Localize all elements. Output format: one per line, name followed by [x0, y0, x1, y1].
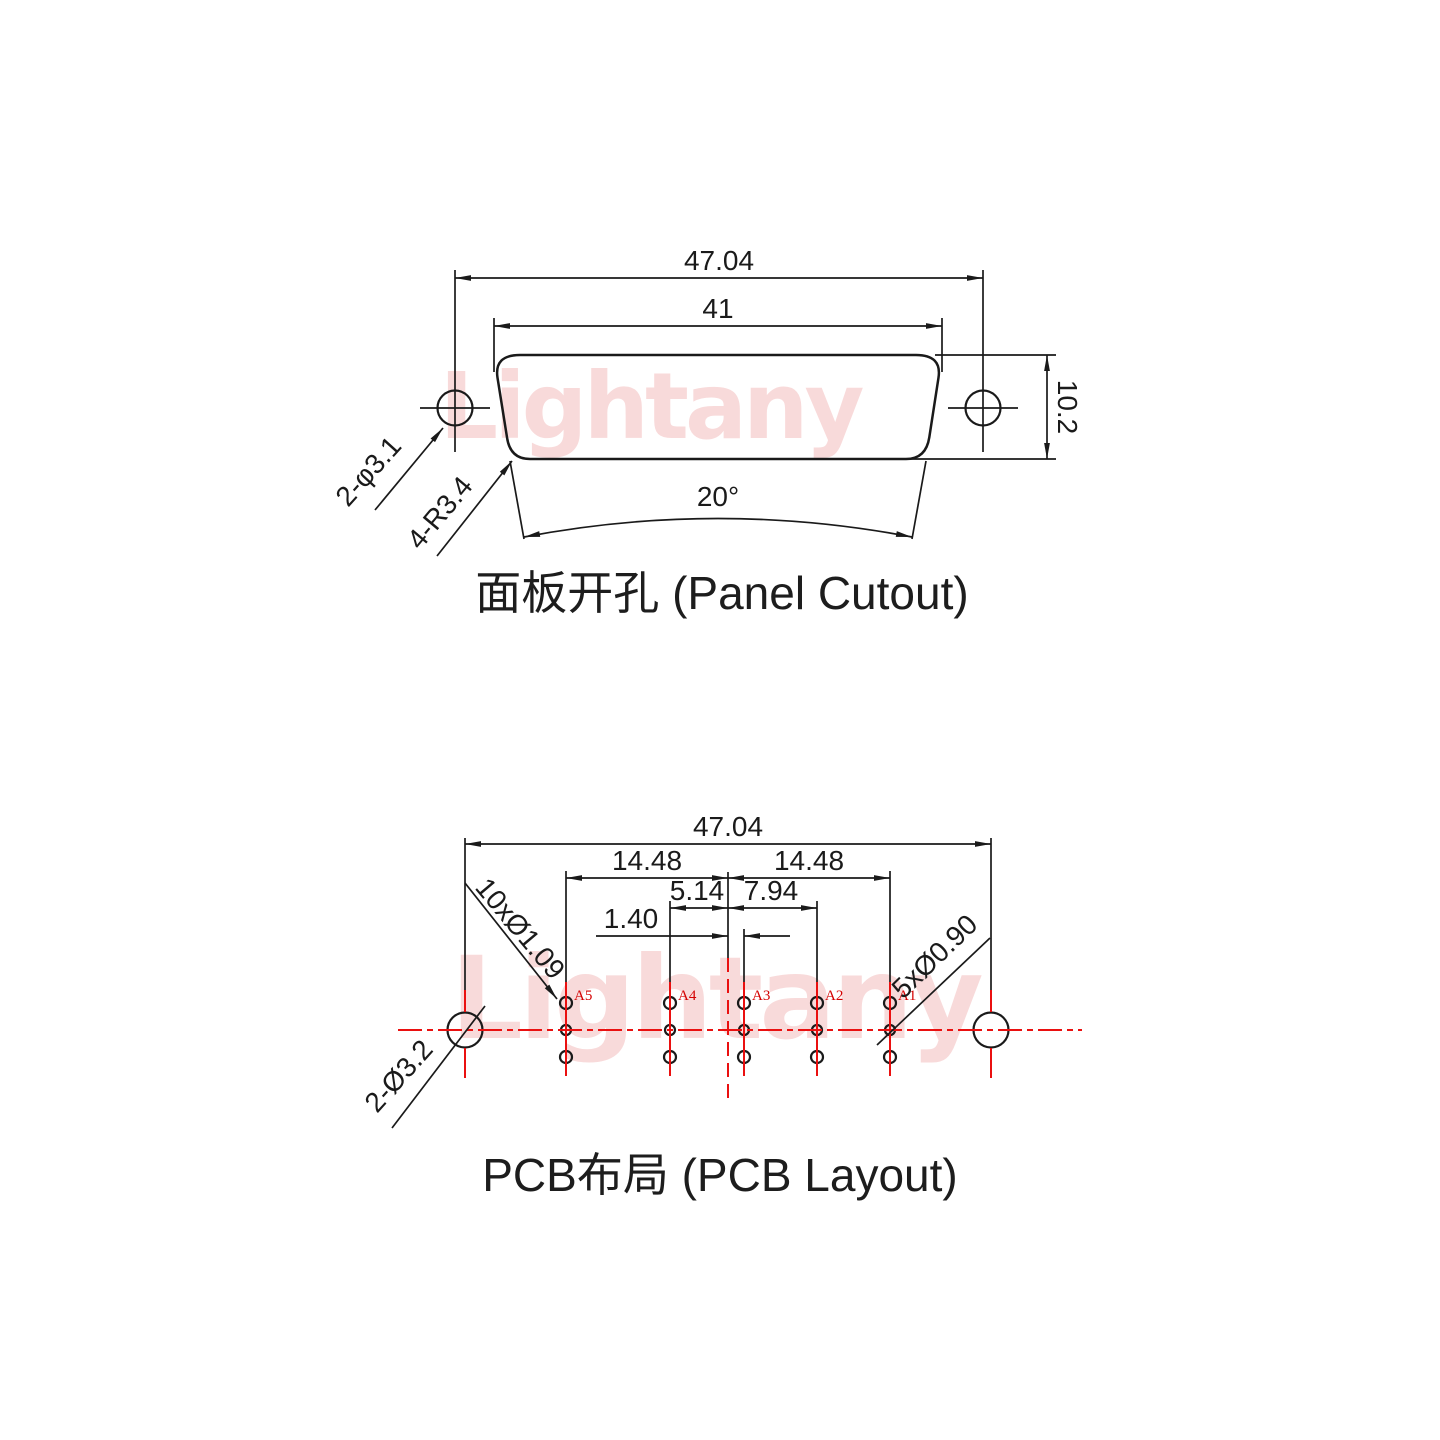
dimension-value: 1.40	[604, 903, 659, 934]
dimension-value: 41	[702, 293, 733, 324]
pcb-layout-title: PCB布局 (PCB Layout)	[482, 1149, 957, 1201]
callout-panel-mount-holes: 2-φ3.1	[329, 427, 444, 512]
angle-value: 20°	[697, 481, 739, 512]
dimension-value: 14.48	[612, 845, 682, 876]
dim-panel-side-angle: 20°	[509, 460, 927, 540]
callout-label: 2-φ3.1	[329, 430, 407, 512]
pin-label: A5	[574, 988, 592, 1004]
pcb-layout-view: Lightany 47.04 14.48 14.48 5.14	[358, 811, 1082, 1201]
dimension-value: 10.2	[1052, 380, 1083, 435]
angle-extension-left	[509, 460, 525, 540]
leader-line	[464, 882, 558, 1000]
dimension-value: 47.04	[684, 245, 754, 276]
pin-label: A2	[825, 988, 843, 1004]
leader-line	[876, 937, 991, 1046]
panel-cutout-title: 面板开孔 (Panel Cutout)	[475, 567, 968, 619]
centerlines	[398, 958, 1082, 1098]
dim-center-to-a3: 1.40	[596, 903, 790, 989]
pin-label: A4	[678, 988, 697, 1004]
dim-pcb-overall-width: 47.04	[464, 811, 992, 990]
mounting-hole-left	[420, 389, 490, 427]
dim-panel-overall-width: 47.04	[454, 245, 984, 452]
leader-line	[436, 460, 513, 557]
dim-panel-opening-width: 41	[493, 293, 943, 372]
dim-panel-opening-height: 10.2	[906, 354, 1083, 460]
dim-center-to-a2: 7.94	[728, 875, 818, 989]
dim-pitch-right: 14.48	[728, 845, 891, 989]
angle-arc	[523, 517, 913, 538]
dimension-value: 5.14	[670, 875, 725, 906]
angle-extension-right	[911, 460, 927, 540]
dimension-value: 14.48	[774, 845, 844, 876]
dim-pitch-left: 14.48	[565, 845, 728, 989]
dimension-value: 7.94	[744, 875, 799, 906]
callout-label: 2-Ø3.2	[358, 1034, 438, 1118]
watermark: Lightany	[439, 353, 863, 460]
pin-label: A3	[752, 988, 770, 1004]
panel-cutout-view: Lightany 47.04 41	[329, 245, 1083, 619]
dim-a4-to-center: 5.14	[669, 875, 728, 989]
callout-label: 4-R3.4	[401, 471, 479, 555]
leader-line	[374, 427, 444, 511]
dimension-value: 47.04	[693, 811, 763, 842]
leader-line	[391, 1005, 486, 1129]
mounting-hole-right	[948, 389, 1018, 427]
watermark: Lightany	[450, 932, 982, 1065]
pin-label: A1	[898, 988, 916, 1004]
callout-corner-radius: 4-R3.4	[401, 460, 513, 557]
